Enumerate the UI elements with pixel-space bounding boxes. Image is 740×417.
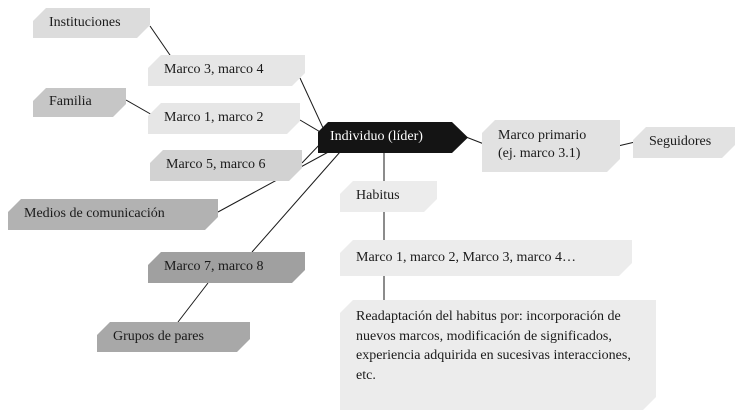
node-medios-de-comunicacion: Medios de comunicación — [8, 199, 218, 230]
node-seguidores: Seguidores — [633, 127, 735, 158]
node-individuo-lider: Individuo (líder) — [318, 122, 468, 153]
node-instituciones: Instituciones — [33, 8, 150, 38]
edge-individuo-marcoprimario — [465, 136, 485, 145]
edge-marcoprimario-seguidores — [617, 141, 636, 147]
node-marco-5-6: Marco 5, marco 6 — [150, 150, 302, 181]
edge-marco34-individuo — [299, 77, 325, 131]
edge-grupos-marco78 — [177, 282, 209, 323]
edge-medios-individuo — [217, 149, 333, 213]
node-marcos-lista: Marco 1, marco 2, Marco 3, marco 4… — [340, 240, 632, 276]
edge-marco78-individuo — [251, 151, 341, 253]
node-habitus: Habitus — [340, 181, 437, 212]
node-marco-primario: Marco primario (ej. marco 3.1) — [482, 120, 620, 172]
edge-instituciones-marco34 — [149, 25, 173, 59]
node-marco-1-2: Marco 1, marco 2 — [148, 103, 300, 134]
node-readaptacion-habitus: Readaptación del habitus por: incorporac… — [340, 300, 656, 410]
node-marco-7-8: Marco 7, marco 8 — [148, 252, 305, 283]
node-familia: Familia — [33, 88, 126, 117]
node-grupos-de-pares: Grupos de pares — [97, 322, 250, 352]
node-marco-3-4: Marco 3, marco 4 — [148, 55, 305, 86]
edge-familia-marco12 — [125, 99, 155, 117]
edge-marco12-individuo — [299, 119, 323, 134]
